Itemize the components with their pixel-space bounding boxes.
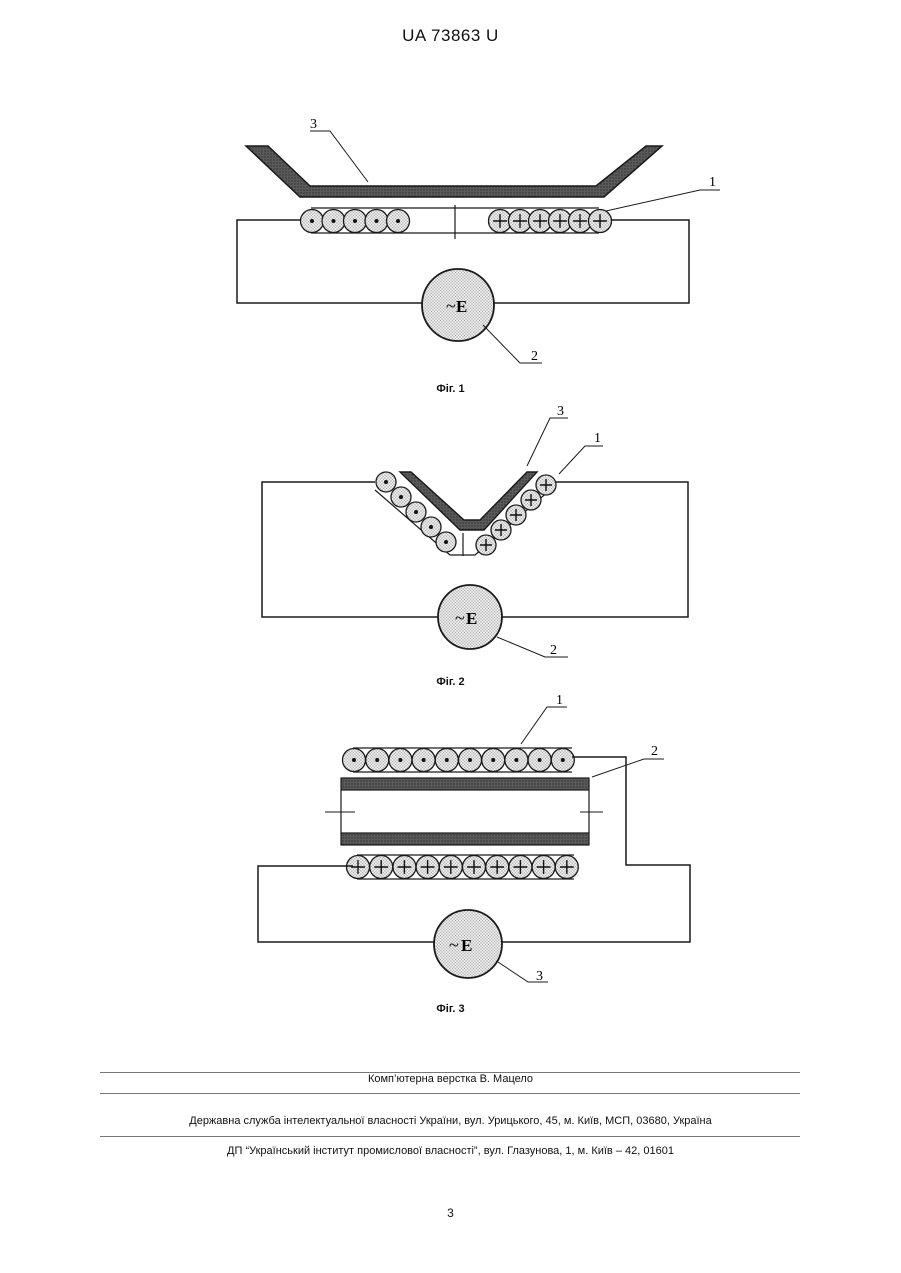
tube-wall-bottom <box>341 833 589 845</box>
current-dot-mark <box>375 219 379 223</box>
callout-label-source: 3 <box>536 969 543 984</box>
figure-1-caption: Фіг. 1 <box>0 383 901 395</box>
leader-line <box>310 131 368 182</box>
figure-3-drawing: ~ E 1 2 3 <box>0 690 901 1000</box>
current-dot-mark <box>375 758 379 762</box>
figure-2-caption: Фіг. 2 <box>0 676 901 688</box>
leader-line <box>527 418 568 466</box>
current-dot-mark <box>444 540 448 544</box>
current-dot-mark <box>384 480 388 484</box>
current-dot-mark <box>398 758 402 762</box>
source-label: E <box>466 609 477 628</box>
current-dot-mark <box>429 525 433 529</box>
figure-1-drawing: ~ E 3 1 2 <box>0 110 901 380</box>
leader-line <box>606 190 720 211</box>
sheet-blank <box>246 146 662 197</box>
footer-agency-address: Державна служба інтелектуальної власност… <box>0 1115 901 1127</box>
source-label: E <box>461 936 472 955</box>
figure-3-caption: Фіг. 3 <box>0 1003 901 1015</box>
leader-line <box>559 446 603 474</box>
current-dot-mark <box>399 495 403 499</box>
source-label: E <box>456 297 467 316</box>
ac-symbol: ~ <box>449 935 459 955</box>
current-dot-mark <box>422 758 426 762</box>
leader-line <box>592 759 664 777</box>
current-dot-mark <box>353 219 357 223</box>
footer-divider <box>100 1136 800 1137</box>
coil-conductors-in <box>347 856 579 879</box>
coil-conductors-out <box>301 210 410 233</box>
circuit-wire <box>262 482 438 617</box>
tube-wall-top <box>341 778 589 790</box>
page-number: 3 <box>0 1206 901 1220</box>
callout-label-coil: 1 <box>556 693 563 708</box>
ac-symbol: ~ <box>446 296 456 316</box>
ac-symbol: ~ <box>455 608 465 628</box>
leader-line <box>521 707 567 744</box>
leader-line <box>497 637 568 657</box>
current-dot-mark <box>538 758 542 762</box>
callout-label-coil: 1 <box>709 175 716 190</box>
callout-label-source: 2 <box>531 349 538 364</box>
footer-institute-address: ДП “Український інститут промислової вла… <box>0 1145 901 1157</box>
footer-divider <box>100 1093 800 1094</box>
current-dot-mark <box>414 510 418 514</box>
callout-label-blank: 3 <box>310 117 317 132</box>
current-dot-mark <box>445 758 449 762</box>
current-dot-mark <box>468 758 472 762</box>
callout-label-tube: 2 <box>651 744 658 759</box>
callout-label-source: 2 <box>550 643 557 658</box>
figure-2-drawing: ~ E 3 1 2 <box>0 400 901 670</box>
coil-conductors-out <box>343 749 575 772</box>
current-dot-mark <box>514 758 518 762</box>
current-dot-mark <box>491 758 495 762</box>
current-dot-mark <box>310 219 314 223</box>
coil-conductors-in <box>489 210 612 233</box>
callout-label-coil: 1 <box>594 431 601 446</box>
current-dot-mark <box>396 219 400 223</box>
document-id: UA 73863 U <box>0 26 901 46</box>
callout-label-blank: 3 <box>557 404 564 419</box>
current-dot-mark <box>332 219 336 223</box>
current-dot-mark <box>352 758 356 762</box>
current-dot-mark <box>561 758 565 762</box>
footer-layout-credit: Комп’ютерна верстка В. Мацело <box>0 1073 901 1085</box>
